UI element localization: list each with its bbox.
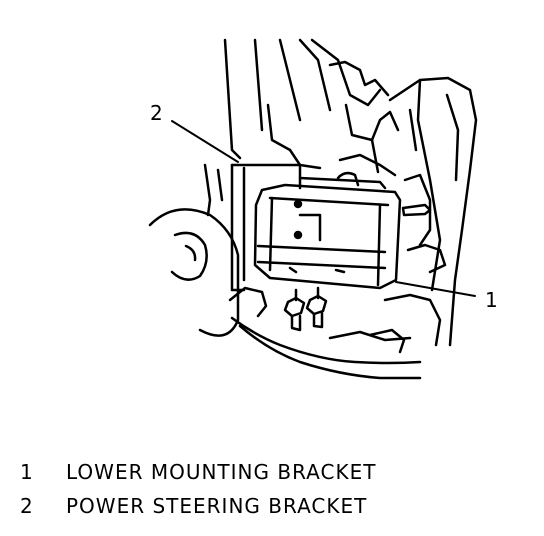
leader-line-1 — [395, 281, 476, 297]
power-steering-bracket-illustration — [148, 38, 478, 380]
legend-number: 2 — [20, 494, 34, 518]
lower-mounting-bracket — [253, 183, 402, 290]
leader-line-2 — [171, 120, 239, 163]
engine-background — [203, 38, 478, 354]
power-steering-bracket — [230, 163, 387, 292]
hose — [228, 286, 422, 380]
legend-item: 2 POWER STEERING BRACKET — [0, 494, 544, 520]
legend-item: 1 LOWER MOUNTING BRACKET — [0, 460, 544, 486]
legend-label: POWER STEERING BRACKET — [66, 494, 368, 518]
pulley — [148, 208, 240, 337]
fasteners — [283, 199, 432, 332]
legend-label: LOWER MOUNTING BRACKET — [66, 460, 377, 484]
legend-number: 1 — [20, 460, 34, 484]
callout-2: 2 — [150, 101, 163, 125]
callout-1: 1 — [485, 288, 498, 312]
